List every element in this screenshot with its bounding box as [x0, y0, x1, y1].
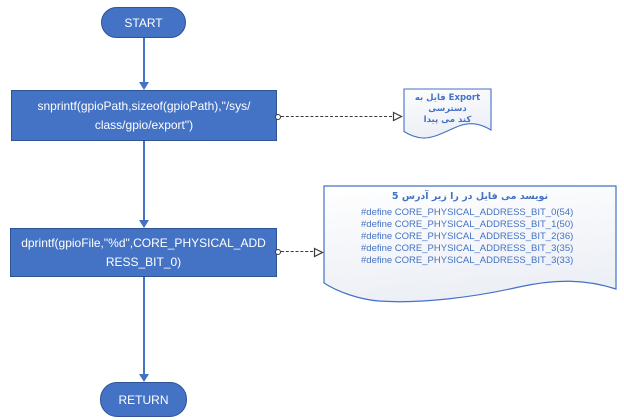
define-row: #define CORE_PHYSICAL_ADDRESS_BIT_2 (36) — [361, 231, 573, 243]
process2-text: dprintf(gpioFile,"%d",CORE_PHYSICAL_ADD … — [21, 234, 266, 272]
connector-origin-dot — [275, 113, 281, 120]
define-row: #define CORE_PHYSICAL_ADDRESS_BIT_3 (35) — [361, 243, 573, 255]
connector-start-to-process1 — [143, 38, 145, 82]
arrowhead-down-icon — [139, 373, 149, 382]
export-note-text: به‎ فایل‎ Export دسترسی‎ پیدا‎ می‎ کند‎ — [403, 93, 492, 126]
start-node: START — [101, 7, 186, 38]
return-node: RETURN — [100, 382, 187, 417]
process2-text-line1: dprintf(gpioFile,"%d",CORE_PHYSICAL_ADD — [21, 235, 266, 250]
dashed-connector-1 — [281, 115, 392, 117]
arrowhead-down-icon — [139, 81, 149, 90]
dashed-connector-2 — [281, 251, 313, 253]
define-row: #define CORE_PHYSICAL_ADDRESS_BIT_1 (50) — [361, 219, 573, 231]
define-label: #define CORE_PHYSICAL_ADDRESS_BIT_3 — [361, 243, 557, 254]
define-label: #define CORE_PHYSICAL_ADDRESS_BIT_0 — [361, 207, 557, 218]
define-value: (54) — [556, 207, 574, 218]
define-row: #define CORE_PHYSICAL_ADDRESS_BIT_0 (54) — [361, 207, 573, 219]
return-label: RETURN — [118, 392, 169, 407]
define-row: #define CORE_PHYSICAL_ADDRESS_BIT_3 (33) — [361, 255, 573, 267]
define-value: (36) — [556, 231, 574, 242]
defines-list: #define CORE_PHYSICAL_ADDRESS_BIT_0 (54)… — [323, 207, 617, 267]
export-note-document: به‎ فایل‎ Export دسترسی‎ پیدا‎ می‎ کند‎ — [403, 88, 492, 145]
export-note-line1: به‎ فایل‎ Export دسترسی‎ — [414, 93, 481, 114]
defines-note-text: 5 آدرس‎ زیر‎ را‎ در‎ فایل‎ می‎ نویسد‎ #d… — [323, 185, 617, 267]
connector-process1-to-process2 — [143, 141, 145, 220]
start-label: START — [124, 15, 163, 30]
define-label: #define CORE_PHYSICAL_ADDRESS_BIT_2 — [361, 231, 557, 242]
export-note-line2: پیدا‎ می‎ کند‎ — [423, 115, 472, 125]
process2-text-line2: RESS_BIT_0) — [105, 254, 182, 269]
document-shape-icon — [403, 88, 492, 139]
define-label: #define CORE_PHYSICAL_ADDRESS_BIT_1 — [361, 219, 557, 230]
arrowhead-down-icon — [139, 219, 149, 228]
define-value: (50) — [556, 219, 574, 230]
process1-text-line1: snprintf(gpioPath,sizeof(gpioPath),"/sys… — [37, 98, 251, 113]
defines-note-header: 5 آدرس‎ زیر‎ را‎ در‎ فایل‎ می‎ نویسد‎ — [391, 191, 549, 202]
define-value: (35) — [556, 243, 574, 254]
open-arrowhead-right-icon — [392, 111, 403, 122]
document-shape-icon — [323, 185, 617, 303]
process1-text-line2: class/gpio/export") — [94, 117, 194, 132]
process2-node: dprintf(gpioFile,"%d",CORE_PHYSICAL_ADD … — [10, 228, 277, 277]
process1-text: snprintf(gpioPath,sizeof(gpioPath),"/sys… — [37, 97, 250, 135]
process1-node: snprintf(gpioPath,sizeof(gpioPath),"/sys… — [11, 90, 277, 141]
connector-process2-to-return — [143, 277, 145, 374]
define-label: #define CORE_PHYSICAL_ADDRESS_BIT_3 — [361, 255, 557, 266]
open-arrowhead-right-icon — [313, 247, 324, 257]
defines-note-document: 5 آدرس‎ زیر‎ را‎ در‎ فایل‎ می‎ نویسد‎ #d… — [323, 185, 617, 310]
define-value: (33) — [556, 255, 574, 266]
connector-origin-dot — [275, 249, 281, 255]
